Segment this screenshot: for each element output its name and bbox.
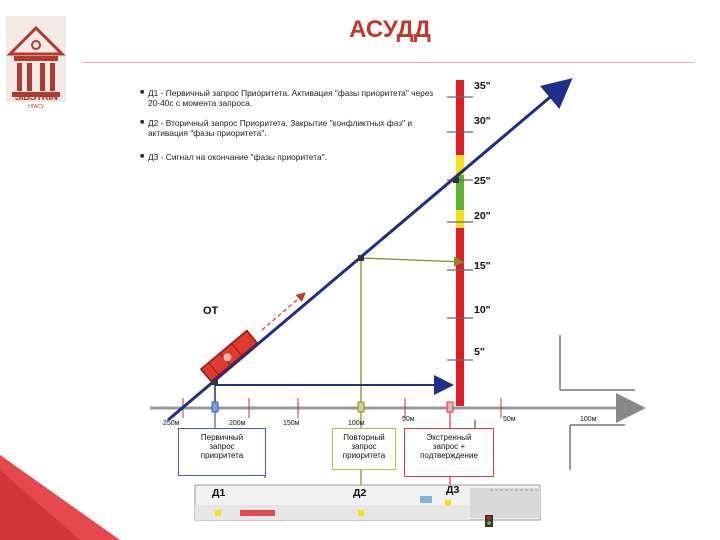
university-logo-icon [6,16,66,102]
box-repeat-request: Повторный запрос приоритета [332,428,396,470]
tick-10: 10" [474,304,491,316]
dist-250: 250м [163,420,180,427]
vehicle-label: ОТ [203,305,219,317]
legend-notes: Д1 - Первичный запрос Приоритета. Актива… [140,88,440,170]
dist-100: 100м [348,420,365,427]
dist-150: 150м [283,420,300,427]
motion-arrow [261,292,306,331]
box-emergency-request: Экстренный запрос + подтверждение [404,428,494,477]
tick-5: 5" [474,346,485,358]
tick-25: 25" [474,175,491,187]
tick-15: 15" [474,260,491,272]
signal-yellow [456,210,464,228]
note-d3: Д3 - Сигнал на окончание "фазы приоритет… [140,152,440,162]
box-primary-request: Первичный запрос приоритета [178,428,266,476]
dist-50-right: 50м [503,416,516,423]
logo-text: SIBSTRIN [14,92,58,103]
signal-green [456,175,464,210]
note-d1: Д1 - Первичный запрос Приоритета. Актива… [140,88,440,108]
signal-red-top [456,80,464,155]
dist-50-left: 50м [402,416,415,423]
trajectory-line [167,78,573,422]
tick-20: 20" [474,210,491,222]
dist-200: 200м [229,420,246,427]
logo-subtext: НГАСУ [28,104,44,110]
detector-d2: Д2 [353,487,367,499]
vehicle-icon [199,329,259,383]
signal-red-bottom [456,228,464,406]
detector-d3: Д3 [446,484,460,496]
guide-horizontal [360,256,465,267]
detector-d1: Д1 [212,487,226,499]
dist-100-right: 100м [580,416,597,423]
header-divider [82,62,694,63]
note-d2: Д2 - Вторичный запрос Приоритета. Закрыт… [140,118,440,138]
tick-35: 35" [474,80,491,92]
slide-title: АСУДД [349,16,431,43]
tick-30: 30" [474,115,491,127]
